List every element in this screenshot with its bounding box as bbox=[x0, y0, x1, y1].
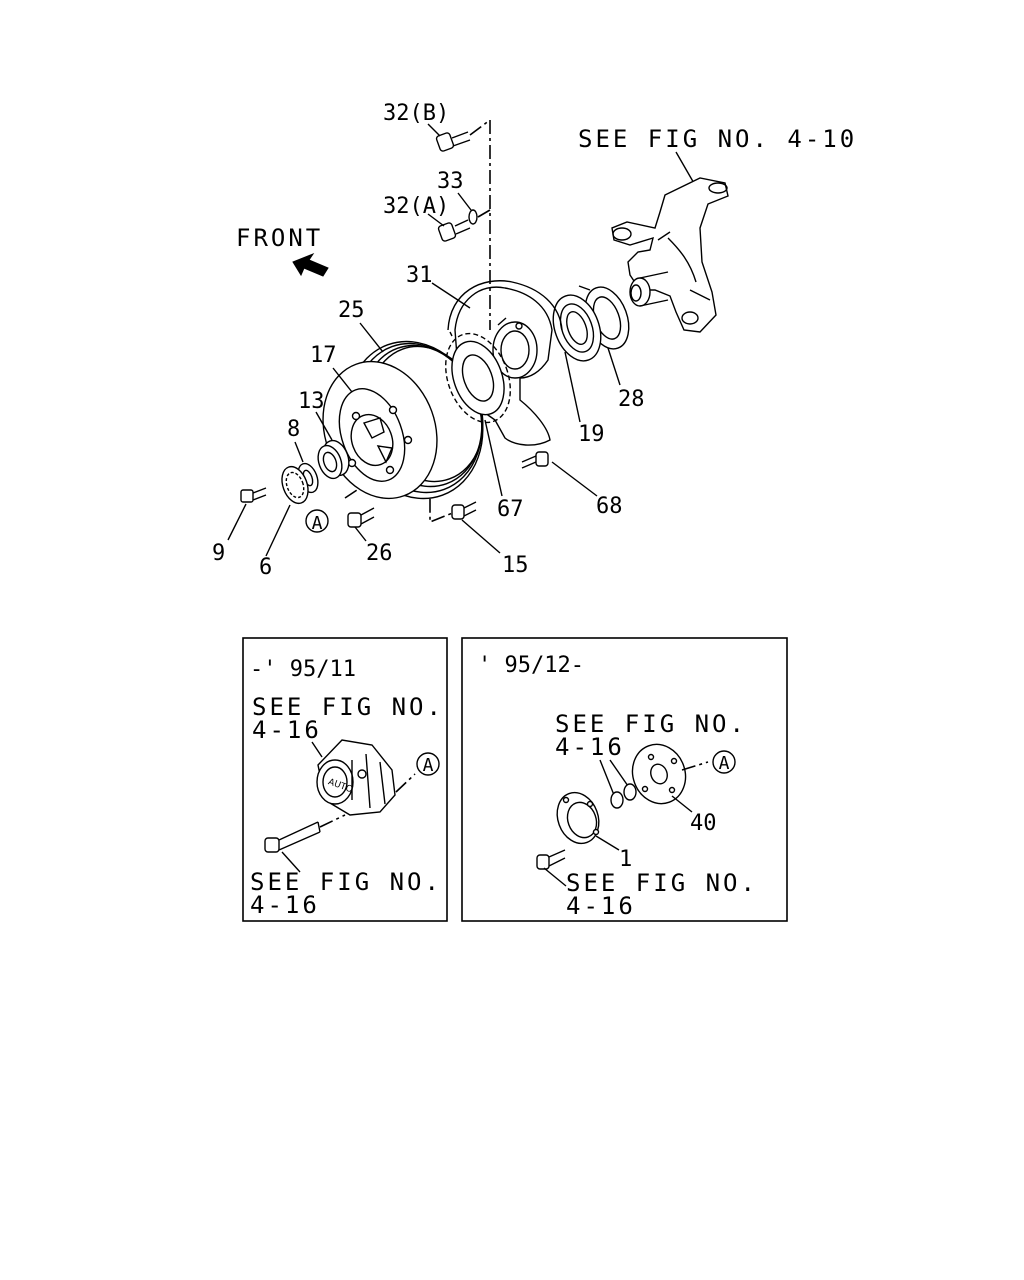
callout-31: 31 bbox=[406, 263, 433, 288]
inset-right-period: ' 95/12- bbox=[478, 653, 584, 678]
leader-68 bbox=[551, 461, 598, 497]
part-32a-bolt bbox=[437, 219, 471, 242]
leader-33 bbox=[457, 192, 472, 211]
leader-9 bbox=[227, 503, 247, 541]
part-15-hub-bolt bbox=[451, 501, 477, 520]
leader-inset-right-top-a bbox=[599, 759, 615, 796]
part-68-bolt bbox=[521, 451, 549, 469]
inset-left-see-fig-top-2: 4-16 bbox=[252, 716, 322, 744]
inset-right-see-fig-top-2: 4-16 bbox=[555, 733, 625, 761]
part-9-bolt bbox=[240, 487, 267, 503]
leader-40 bbox=[671, 795, 693, 813]
callout-25: 25 bbox=[338, 298, 365, 323]
inset-right-see-fig-bottom-1: SEE FIG NO. bbox=[566, 869, 758, 897]
inset-left-long-bolt bbox=[264, 821, 321, 853]
leader-67 bbox=[484, 419, 503, 497]
inset-right-bolt bbox=[536, 849, 566, 870]
leader-19 bbox=[564, 351, 581, 423]
leader-15 bbox=[461, 519, 501, 554]
leader-inset-right-top-b bbox=[609, 759, 629, 787]
part-13-bearing bbox=[317, 439, 350, 480]
svg-text:A: A bbox=[719, 753, 730, 774]
callout-68: 68 bbox=[596, 494, 623, 519]
svg-text:A: A bbox=[423, 755, 434, 776]
leader-13 bbox=[315, 411, 333, 441]
leader-28 bbox=[607, 347, 621, 386]
callout-32b: 32(B) bbox=[383, 101, 449, 126]
inset-left-see-fig-bottom-1: SEE FIG NO. bbox=[250, 868, 442, 896]
part-6-locknut bbox=[281, 465, 309, 505]
inset-left-period: -' 95/11 bbox=[250, 657, 356, 682]
callout-17: 17 bbox=[310, 343, 337, 368]
leader-inset-left-bottom bbox=[281, 851, 301, 873]
leader-inset-left-top bbox=[311, 741, 323, 758]
callout-40: 40 bbox=[690, 811, 717, 836]
leader-see-fig-4-10 bbox=[675, 151, 696, 186]
leader-inset-right-bottom bbox=[543, 867, 567, 887]
callout-28: 28 bbox=[618, 387, 645, 412]
front-arrow-icon bbox=[292, 252, 329, 277]
leader-25 bbox=[359, 322, 384, 353]
part-1-hub-cap bbox=[556, 791, 600, 845]
part-17-hub bbox=[338, 388, 413, 482]
callout-26: 26 bbox=[366, 541, 393, 566]
reference-a-marker: A bbox=[305, 509, 329, 534]
leader-32a bbox=[427, 213, 445, 227]
leader-31 bbox=[431, 282, 471, 309]
part-26-bolt bbox=[347, 507, 375, 528]
callout-9: 9 bbox=[212, 541, 225, 566]
inset-left-frame bbox=[242, 637, 448, 922]
leader-8 bbox=[294, 441, 304, 463]
leader-1 bbox=[595, 835, 620, 851]
part-40-hub-flange bbox=[631, 743, 687, 805]
inset-right-centerline-a bbox=[681, 761, 709, 771]
svg-text:A: A bbox=[312, 513, 323, 534]
leader-6 bbox=[265, 504, 291, 557]
steering-knuckle bbox=[611, 177, 729, 333]
inset-right-reference-a: A bbox=[712, 750, 736, 774]
leader-26 bbox=[354, 526, 367, 542]
inset-left-see-fig-top-1: SEE FIG NO. bbox=[252, 693, 444, 721]
front-label: FRONT bbox=[236, 224, 323, 252]
part-33-washer bbox=[468, 209, 478, 225]
centerline-32b bbox=[469, 118, 491, 330]
inset-right-see-fig-bottom-2: 4-16 bbox=[566, 892, 636, 920]
callout-15: 15 bbox=[502, 553, 529, 578]
callout-1: 1 bbox=[619, 847, 632, 872]
part-67-abs-ring bbox=[445, 332, 511, 424]
inset-right-see-fig-top-1: SEE FIG NO. bbox=[555, 710, 747, 738]
callout-33: 33 bbox=[437, 169, 464, 194]
callout-8: 8 bbox=[287, 417, 300, 442]
see-fig-4-10-label: SEE FIG NO. 4-10 bbox=[578, 125, 857, 153]
callout-32a: 32(A) bbox=[383, 194, 449, 219]
free-wheeling-hub: AUTO bbox=[316, 739, 396, 816]
callout-6: 6 bbox=[259, 555, 272, 580]
inset-left-see-fig-bottom-2: 4-16 bbox=[250, 891, 320, 919]
callout-13: 13 bbox=[298, 389, 325, 414]
centerline-32a bbox=[477, 209, 491, 218]
leader-32b bbox=[427, 123, 441, 137]
inset-left-centerline-a bbox=[395, 773, 416, 793]
callout-19: 19 bbox=[578, 422, 605, 447]
leader-17 bbox=[332, 367, 353, 393]
part-19-seal bbox=[552, 294, 602, 362]
callout-67: 67 bbox=[497, 497, 524, 522]
centerline-lower bbox=[344, 479, 456, 524]
inset-left-centerline-bolt bbox=[319, 814, 346, 828]
inset-left-reference-a: A bbox=[416, 752, 440, 776]
inset-right-frame bbox=[461, 637, 788, 922]
part-32b-bolt bbox=[435, 131, 471, 152]
inset-right-small-clip bbox=[610, 783, 637, 809]
